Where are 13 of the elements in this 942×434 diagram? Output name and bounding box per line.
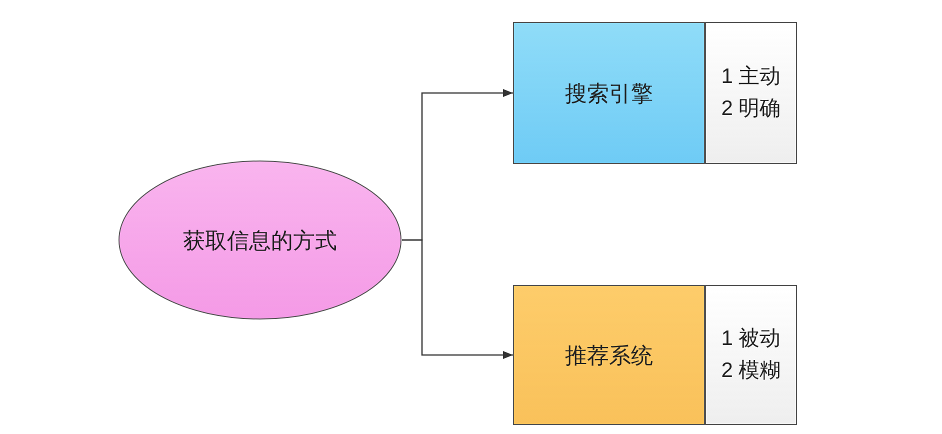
list-item: 2 模糊 (721, 358, 781, 384)
note-box (705, 22, 797, 164)
list-item: 1 主动 (721, 64, 781, 90)
process-box (513, 285, 705, 425)
ellipse-node (118, 160, 402, 320)
process-box (513, 22, 705, 164)
note-box (705, 285, 797, 425)
node-label: 搜索引擎 (565, 80, 653, 108)
node-label: 推荐系统 (565, 342, 653, 370)
list-item: 2 明确 (721, 96, 781, 122)
node-label: 获取信息的方式 (183, 226, 337, 254)
list-item: 1 被动 (721, 326, 781, 352)
arrow (402, 239, 513, 359)
